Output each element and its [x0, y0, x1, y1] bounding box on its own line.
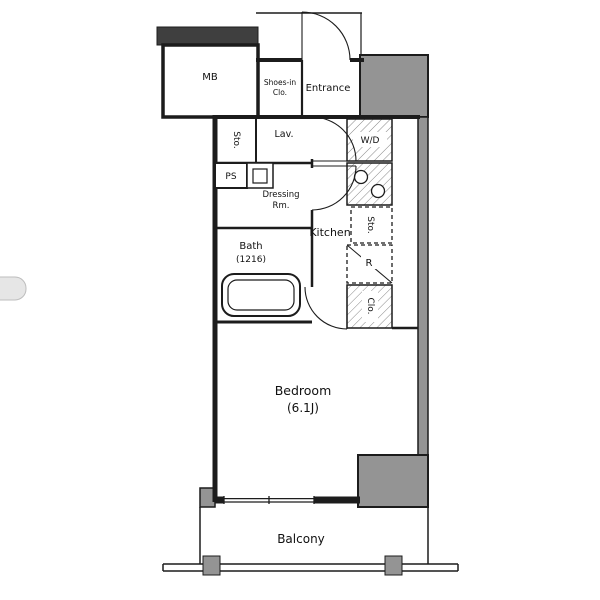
bedroom-door-arc	[304, 286, 348, 330]
balcony-post-left	[202, 555, 221, 576]
dark-structure-band	[156, 26, 259, 46]
balcony-post-right	[384, 555, 403, 576]
hall-storage-label: Sto.	[231, 131, 241, 148]
dressing-room-label-line2: Rm.	[273, 201, 290, 211]
pipe-space-label: PS	[225, 172, 236, 182]
balcony: Balcony	[162, 507, 459, 576]
pipe-space-box: PS	[214, 162, 248, 189]
washer-pan-box	[246, 162, 274, 189]
dressing-room-label-line1: Dressing	[262, 190, 299, 200]
lavatory-door-arc	[311, 116, 357, 162]
column-top-right	[359, 54, 429, 118]
refrigerator-label: R	[366, 258, 373, 269]
shoes-closet-label-line1: Shoes-in	[264, 78, 296, 87]
bedroom-label-line1: Bedroom	[275, 383, 332, 398]
refrigerator-box: R	[346, 244, 393, 284]
kitchen-storage-box: Sto.	[350, 206, 393, 244]
dressing-room: Dressing Rm.	[262, 190, 299, 211]
closet-label: Clo.	[365, 298, 375, 315]
watermark	[0, 276, 27, 301]
washer-dryer-box: W/D	[346, 118, 393, 162]
bedroom-label-line2: (6.1J)	[287, 401, 319, 415]
kitchen-label: Kitchen	[309, 226, 350, 239]
bathtub-inner	[227, 279, 295, 311]
shoes-closet-label-line2: Clo.	[273, 88, 287, 97]
bath-label-line2: (1216)	[236, 255, 266, 265]
door-swings	[301, 11, 357, 330]
exterior-wall-right	[417, 116, 429, 508]
entrance-door-arc	[301, 11, 351, 61]
mb-label: MB	[202, 72, 218, 83]
column-bottom-right	[357, 454, 429, 508]
kitchen-storage-label: Sto.	[365, 216, 375, 233]
stove-counter	[346, 162, 393, 206]
closet-box: Clo.	[346, 284, 393, 329]
washer-dryer-label: W/D	[361, 136, 380, 146]
meter-box-room: MB	[161, 43, 260, 119]
dressing-door-arc	[311, 165, 357, 211]
entrance-label: Entrance	[306, 83, 351, 94]
lavatory-label: Lav.	[274, 129, 293, 140]
shoes-closet: Shoes-in Clo.	[264, 78, 296, 97]
bedroom: Bedroom (6.1J)	[275, 383, 332, 415]
balcony-window	[223, 495, 315, 505]
burner-icon	[353, 169, 369, 185]
balcony-label: Balcony	[277, 532, 325, 546]
bathroom: Bath (1216)	[221, 241, 301, 317]
bath-label-line1: Bath	[239, 241, 262, 252]
burner-icon	[370, 183, 386, 199]
